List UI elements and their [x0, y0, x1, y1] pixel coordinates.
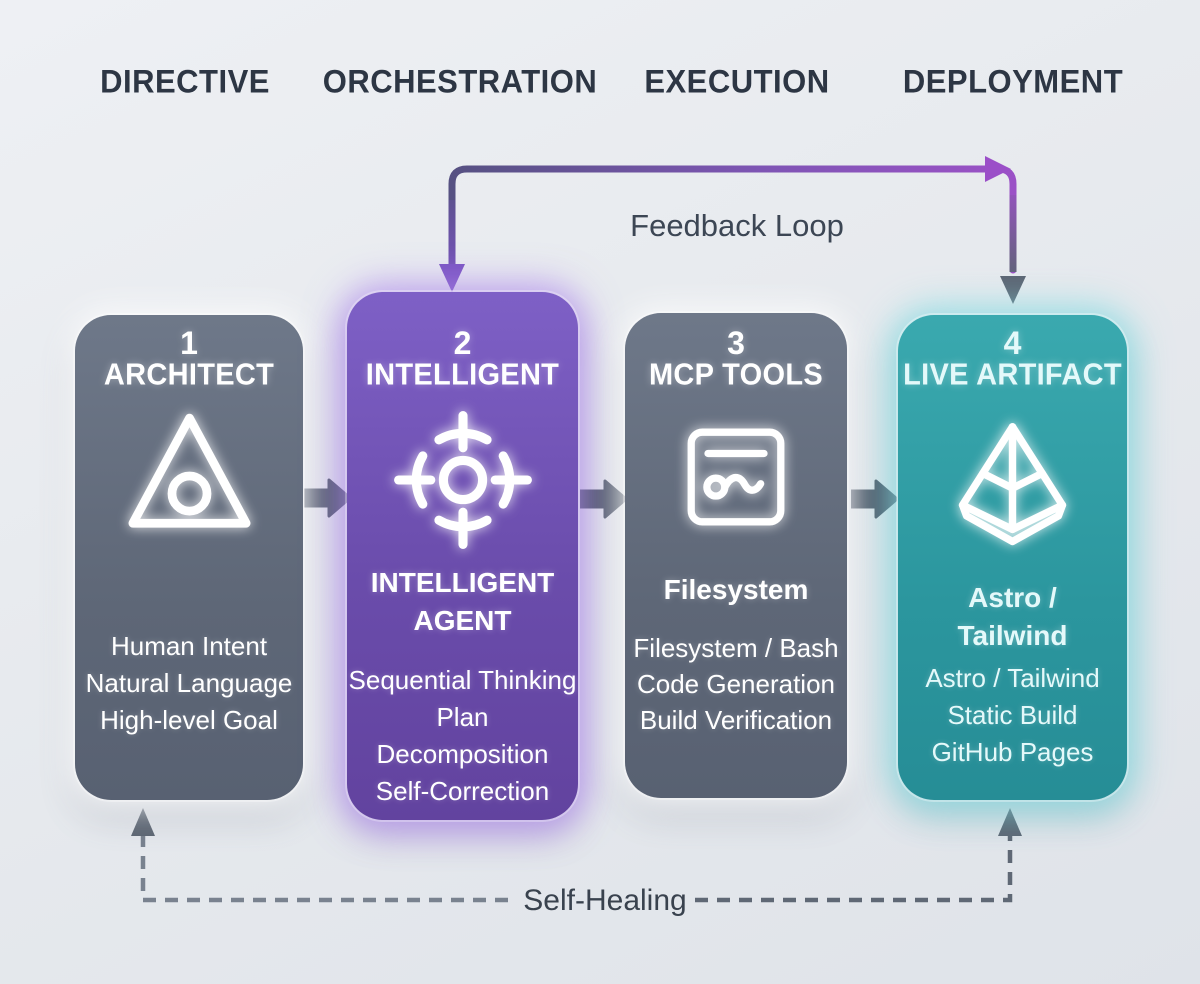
selfheal-arrowhead-up-right: [998, 808, 1022, 836]
card-details: Human Intent Natural Language High-level…: [75, 628, 303, 739]
card-number: 1: [180, 325, 198, 361]
card-mcp-tools: 3 MCP TOOLS Filesystem Filesystem / Bash…: [625, 313, 847, 798]
card-title: MCP TOOLS: [648, 358, 824, 392]
feedback-arrowhead-down-artifact: [1000, 276, 1026, 304]
flow-arrow-1-2: [304, 478, 350, 518]
card-details: Astro / Tailwind Static Build GitHub Pag…: [898, 660, 1127, 771]
self-healing-label: Self-Healing: [523, 884, 687, 917]
card-line: Filesystem / Bash: [633, 633, 839, 663]
triangle-circle-icon: [75, 410, 303, 534]
column-header-orchestration: ORCHESTRATION: [322, 62, 598, 101]
column-header-directive: DIRECTIVE: [100, 62, 270, 101]
card-number: 4: [1003, 325, 1022, 361]
card-details: Filesystem / Bash Code Generation Build …: [625, 630, 847, 738]
card-line: Natural Language: [85, 668, 293, 698]
card-details: Sequential Thinking Plan Decomposition S…: [347, 662, 578, 810]
card-title: ARCHITECT: [103, 358, 275, 392]
card-title: INTELLIGENT: [365, 358, 560, 392]
card-intelligent-agent: 2 INTELLIGENT INTELLIGENT AGENT Sequenti…: [347, 292, 578, 820]
feedback-arrowhead-down-agent: [439, 264, 465, 292]
card-line: GitHub Pages: [931, 737, 1094, 767]
column-header-execution: EXECUTION: [644, 62, 830, 101]
feedback-loop-label: Feedback Loop: [630, 208, 844, 243]
card-line: Self-Correction: [375, 776, 550, 806]
flow-arrow-2-3: [580, 479, 626, 519]
card-line: Sequential Thinking: [348, 665, 577, 695]
flow-arrow-3-4: [851, 479, 897, 519]
card-subtitle: Filesystem: [663, 574, 809, 605]
card-architect: 1 ARCHITECT Human Intent Natural Languag…: [75, 315, 303, 800]
card-subtitle: Astro / Tailwind: [957, 582, 1068, 651]
crosshair-target-icon: [347, 410, 578, 550]
card-line: Plan Decomposition: [376, 702, 549, 769]
selfheal-arrowhead-up-left: [131, 808, 155, 836]
card-line: Build Verification: [639, 705, 833, 735]
column-header-deployment: DEPLOYMENT: [902, 62, 1124, 101]
card-subtitle: INTELLIGENT AGENT: [370, 567, 555, 636]
pyramid-icon: [898, 416, 1127, 551]
card-line: High-level Goal: [100, 705, 278, 735]
browser-wave-icon: [625, 423, 847, 531]
feedback-arrowhead-right: [985, 156, 1011, 182]
card-line: Code Generation: [636, 669, 836, 699]
card-line: Astro / Tailwind: [925, 663, 1100, 693]
card-live-artifact: 4 LIVE ARTIFACT Astro / Tailwind Astro /…: [898, 315, 1127, 800]
card-line: Static Build: [947, 700, 1078, 730]
card-number: 3: [727, 325, 745, 361]
card-title: LIVE ARTIFACT: [903, 358, 1122, 392]
card-number: 2: [453, 325, 472, 361]
card-line: Human Intent: [110, 631, 268, 661]
